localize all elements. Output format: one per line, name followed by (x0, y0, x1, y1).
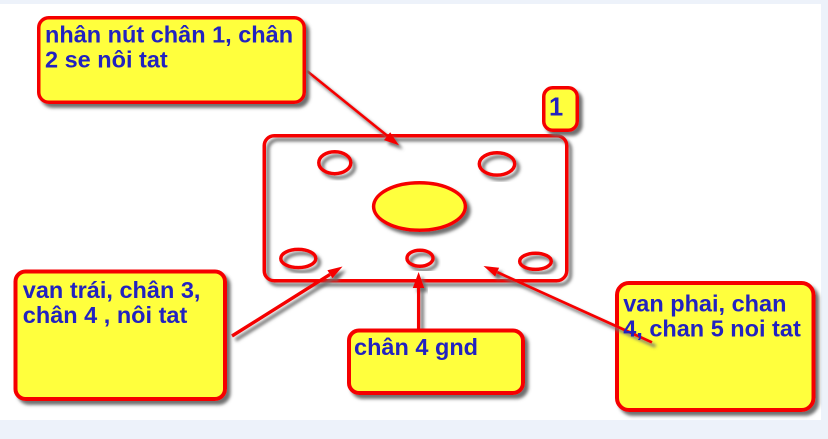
svg-text:chân 4 , nôi tat: chân 4 , nôi tat (23, 302, 188, 328)
svg-text:1: 1 (549, 94, 563, 122)
svg-text:van trái, chân 3,: van trái, chân 3, (23, 277, 201, 303)
svg-text:nhân nút chân 1, chân: nhân nút chân 1, chân (45, 22, 293, 48)
svg-text:van phai, chan: van phai, chan (623, 291, 786, 317)
svg-text:2 se nôi tat: 2 se nôi tat (45, 47, 168, 73)
svg-text:chân 4 gnd: chân 4 gnd (354, 334, 478, 360)
svg-text:4, chan 5 noi tat: 4, chan 5 noi tat (623, 316, 801, 342)
